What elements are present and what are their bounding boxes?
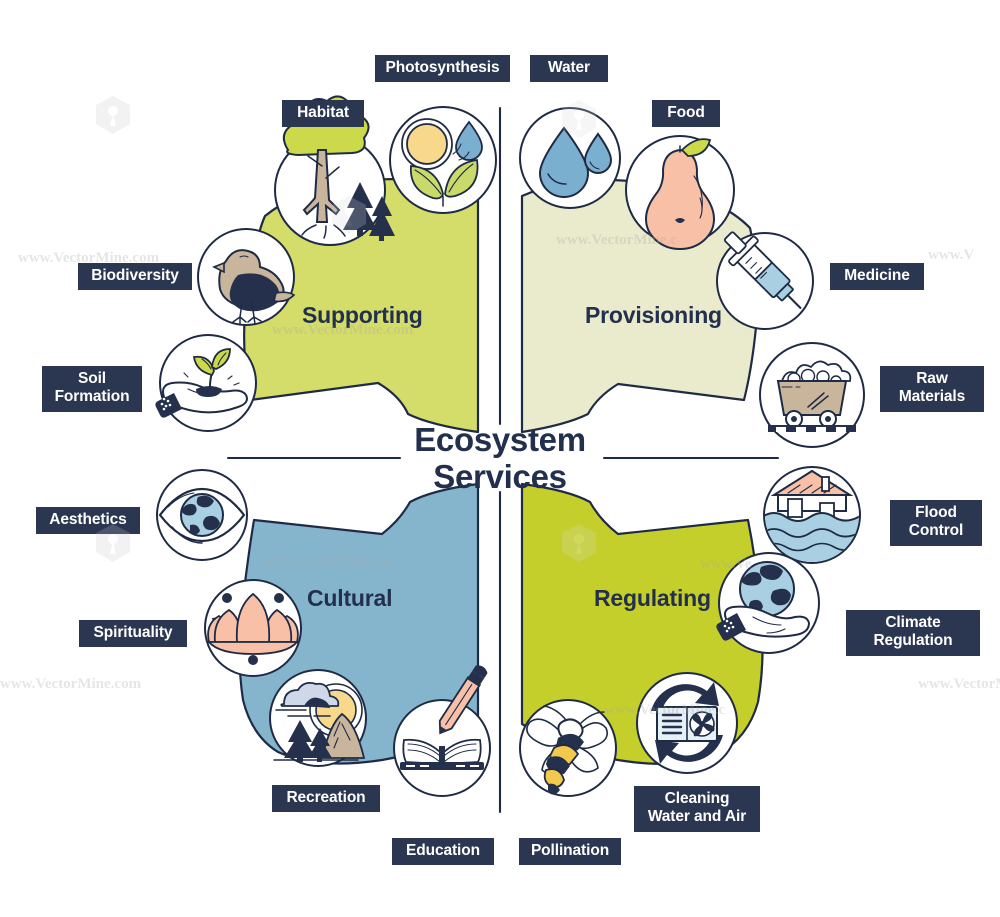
water-droplets-icon [538, 126, 613, 198]
mountain-landscape-icon [273, 681, 366, 762]
biodiversity-icon-circle [197, 228, 296, 326]
label-water[interactable]: Water [530, 55, 608, 83]
label-soil-formation[interactable]: Soil Formation [42, 366, 142, 412]
label-flood-control[interactable]: Flood Control [890, 500, 982, 546]
aesthetics-icon-circle [156, 469, 248, 561]
cleaning-icon-circle [636, 672, 738, 774]
mine-cart-icon [768, 360, 856, 432]
education-icon-circle [393, 665, 491, 797]
air-filter-recycle-icon [651, 682, 723, 764]
climate-icon-circle [716, 552, 820, 654]
label-raw-materials[interactable]: Raw Materials [880, 366, 984, 412]
eye-globe-icon [158, 487, 246, 544]
food-icon-circle [625, 135, 735, 250]
bird-icon [212, 249, 296, 325]
quadrant-label-supporting: Supporting [302, 302, 423, 328]
label-spirituality[interactable]: Spirituality [79, 620, 187, 648]
quadrant-label-regulating: Regulating [594, 585, 711, 611]
photosynthesis-icon-circle [389, 106, 497, 214]
water-icon-circle [519, 107, 621, 209]
bee-icon [526, 705, 608, 795]
lotus-flower-icon [207, 592, 299, 665]
hand-sprout-icon [155, 348, 248, 418]
recreation-icon-circle [269, 669, 367, 767]
flood-control-icon-circle [763, 466, 861, 564]
label-aesthetics[interactable]: Aesthetics [36, 507, 140, 535]
raw-materials-icon-circle [759, 342, 865, 448]
book-pencil-icon [400, 665, 488, 770]
label-pollination[interactable]: Pollination [519, 838, 621, 866]
spirituality-icon-circle [204, 579, 302, 677]
flooded-house-icon [765, 469, 859, 562]
label-recreation[interactable]: Recreation [272, 785, 380, 813]
medicine-icon-circle [716, 231, 814, 330]
sun-leaf-droplet-icon [401, 118, 483, 207]
label-food[interactable]: Food [652, 100, 720, 128]
label-education[interactable]: Education [392, 838, 494, 866]
syringe-icon [723, 231, 802, 309]
label-habitat[interactable]: Habitat [282, 100, 364, 128]
label-biodiversity[interactable]: Biodiversity [78, 263, 192, 291]
page-title: Ecosystem Services [414, 421, 586, 495]
label-medicine[interactable]: Medicine [830, 263, 924, 291]
soil-formation-icon-circle [155, 334, 257, 432]
pollination-icon-circle [519, 699, 617, 797]
label-cleaning[interactable]: Cleaning Water and Air [634, 786, 760, 832]
quadrant-label-cultural: Cultural [307, 585, 393, 611]
label-photosynthesis[interactable]: Photosynthesis [375, 55, 510, 83]
divider-lines [226, 106, 780, 814]
hand-globe-icon [716, 561, 811, 641]
label-climate-regulation[interactable]: Climate Regulation [846, 610, 980, 656]
quadrant-label-provisioning: Provisioning [585, 302, 722, 328]
pear-fruit-icon [644, 138, 716, 250]
